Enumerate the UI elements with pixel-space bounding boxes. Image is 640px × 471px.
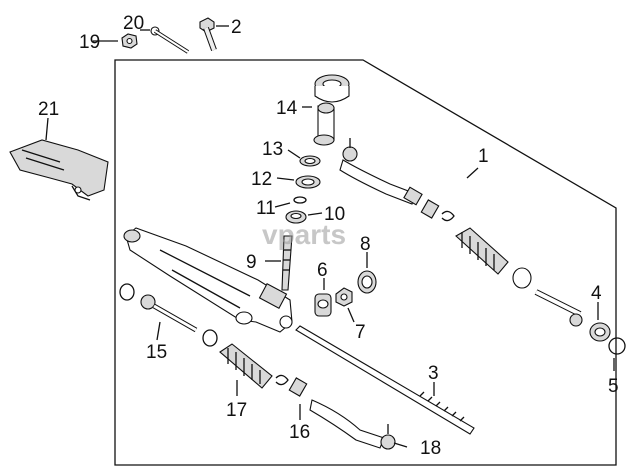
callout-18: 18 xyxy=(420,438,441,459)
callout-17: 17 xyxy=(226,400,247,421)
callout-16: 16 xyxy=(289,422,310,443)
callout-5: 5 xyxy=(608,376,619,397)
part-10-cap xyxy=(285,210,307,224)
part-1-rack-housing xyxy=(123,227,293,333)
part-20-pin xyxy=(150,26,190,54)
callout-19: 19 xyxy=(79,32,100,53)
leader-lines xyxy=(45,25,615,448)
part-13-seal xyxy=(299,155,321,167)
part-18-tie-rod-end xyxy=(309,399,396,450)
callout-13: 13 xyxy=(262,139,283,160)
part-5-clamp xyxy=(608,337,626,355)
part-1-outer-tie-rod xyxy=(339,138,455,222)
part-7-nut xyxy=(335,287,353,307)
part-6-bushing xyxy=(314,293,332,317)
part-3-rack xyxy=(295,325,475,435)
part-19-nut xyxy=(121,33,138,49)
part-17-boot xyxy=(219,343,273,389)
part-15-inner-tie-rod xyxy=(119,283,218,347)
callout-6: 6 xyxy=(317,260,328,281)
part-21-bracket xyxy=(9,139,109,201)
part-8-seal xyxy=(357,270,377,294)
callout-3: 3 xyxy=(428,363,439,384)
callout-7: 7 xyxy=(355,322,366,343)
callout-4: 4 xyxy=(591,283,602,304)
part-14-bushing xyxy=(313,74,350,146)
callout-11: 11 xyxy=(256,198,276,219)
callout-10: 10 xyxy=(324,204,345,225)
part-9-pinion xyxy=(281,235,293,291)
callout-15: 15 xyxy=(146,342,167,363)
callout-20: 20 xyxy=(123,13,144,34)
callout-21: 21 xyxy=(38,99,59,120)
part-2-bolt xyxy=(199,17,217,52)
part-1-boot-right xyxy=(455,227,532,289)
callout-14: 14 xyxy=(276,98,298,119)
callout-9: 9 xyxy=(246,252,257,273)
part-16-clamp xyxy=(275,374,308,397)
callout-12: 12 xyxy=(251,169,272,190)
watermark-logo: vparts xyxy=(262,219,346,250)
callout-2: 2 xyxy=(231,17,242,38)
part-4-inner-tie-rod xyxy=(534,289,611,342)
callout-8: 8 xyxy=(360,234,371,255)
assembly-frame xyxy=(114,59,617,466)
part-11-oring xyxy=(293,196,307,204)
part-12-ring xyxy=(295,175,321,189)
callout-1: 1 xyxy=(478,146,489,167)
